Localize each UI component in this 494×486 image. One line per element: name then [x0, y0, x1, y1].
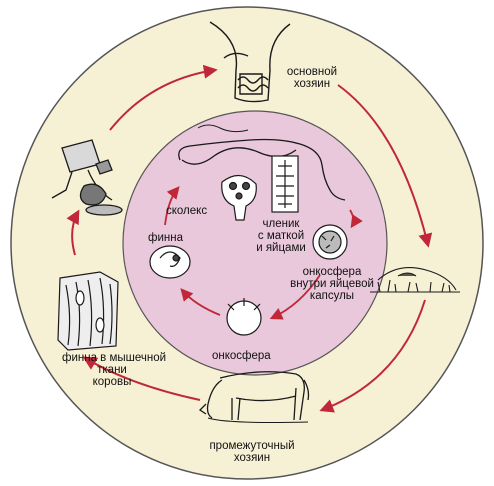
label-segment: членик с маткой и яйцами: [244, 218, 318, 254]
segment-line-2: с маткой: [257, 230, 305, 242]
inner-circle: [122, 110, 388, 376]
arrow-muscle-to-grinder: [66, 209, 80, 256]
meat-grinder-icon: [51, 139, 123, 216]
arrow-tapeworm-to-capsule: [349, 209, 363, 229]
muscle-tissue-icon: [57, 271, 119, 351]
arrow-grass-to-cow: [319, 299, 426, 413]
oncosphere-capsule-line-1: онкосфера: [302, 266, 362, 278]
label-oncosphere: онкосфера: [212, 350, 271, 362]
arrow-oncosphere-to-finna: [180, 288, 221, 316]
scolex-icon: [221, 174, 257, 221]
arrow-grinder-to-host: [109, 64, 218, 131]
label-finna: финна: [148, 232, 183, 244]
finna-muscle-line-1: финна в мышечной: [62, 352, 167, 364]
finna-cyst-icon: [149, 245, 191, 279]
main-host-line-2: хозяин: [293, 78, 331, 90]
arrow-capsule-to-oncosphere: [269, 274, 321, 320]
egg-capsule-icon: [312, 224, 348, 260]
inner-cycle-arrows: [164, 186, 363, 320]
label-oncosphere-capsule: онкосфера внутри яйцевой капсулы: [284, 266, 380, 302]
segment-line-3: и яйцами: [256, 242, 306, 254]
proglottid-icon: [271, 155, 299, 213]
label-intermediate-host: промежуточный хозяин: [192, 440, 312, 464]
finna-muscle-line-3: коровы: [92, 376, 132, 388]
oncosphere-capsule-line-3: капсулы: [309, 290, 355, 302]
grass-dung-icon: [370, 267, 460, 293]
human-torso-intestine-icon: [209, 21, 291, 103]
segment-line-1: членик: [262, 218, 300, 230]
finna-muscle-line-2: ткани: [97, 364, 127, 376]
intermediate-host-line-1: промежуточный: [209, 440, 295, 452]
intermediate-host-line-2: хозяин: [233, 452, 271, 464]
main-host-line-1: основной: [286, 66, 338, 78]
label-main-host: основной хозяин: [272, 66, 352, 90]
arrow-cow-to-muscle: [82, 356, 201, 401]
label-scolex: сколекс: [166, 205, 208, 217]
cow-icon: [198, 371, 310, 423]
label-finna-muscle: финна в мышечной ткани коровы: [62, 352, 167, 388]
arrow-finna-to-scolex: [164, 186, 180, 226]
arrow-host-to-grass: [337, 84, 433, 248]
oncosphere-capsule-line-2: внутри яйцевой: [290, 278, 374, 290]
oncosphere-icon: [226, 298, 262, 336]
outer-cycle-arrows: [66, 64, 433, 413]
